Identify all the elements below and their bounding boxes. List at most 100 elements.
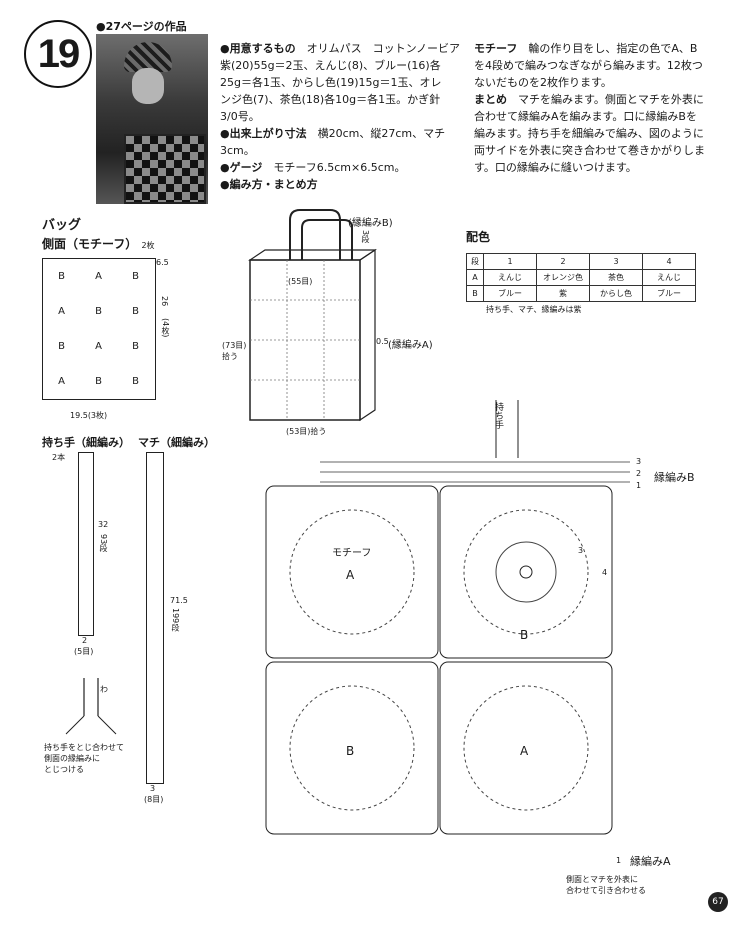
edge-b-row-marks: 3 2 1 (636, 456, 641, 492)
edge-a-mark: 1 (616, 856, 622, 865)
dim-width: 19.5(3枚) (70, 411, 108, 420)
bag-section-title: バッグ (42, 218, 82, 233)
side-label: 側面（モチーフ） 2枚 (42, 235, 155, 252)
finish-line-3: 両サイドを外表に突き合わせて巻きかがりしま (474, 144, 705, 157)
motif-grid-cell: B (58, 271, 65, 282)
instructions-block: モチーフ 輪の作り目をし、指定の色でA、B を4段めで編みつなぎながら編みます。… (474, 40, 724, 176)
color-table-row: A えんじ オレンジ色 茶色 えんじ (466, 269, 696, 286)
edge-b-stitches (320, 461, 630, 483)
bag-top (248, 249, 377, 261)
motif-grid-cell: B (132, 306, 139, 317)
gusset-width: 3 (150, 784, 156, 793)
edge-b-rows: 3段 (361, 230, 370, 244)
handle-join-ends (65, 715, 117, 735)
page-ref: ●27ページの作品 (96, 20, 187, 33)
edge-b-row-mark: 2 (636, 469, 642, 478)
chart-label-a-bottom: A (520, 744, 529, 758)
method-label: ●編み方・まとめ方 (220, 178, 318, 191)
motif-grid-cell: A (58, 306, 65, 317)
chart-label-b-top: B (520, 628, 529, 642)
size-value: 横20cm、縦27cm、マチ3cm。 (220, 127, 446, 157)
face-shape (132, 68, 164, 104)
side-stitches: (73目)拾う (222, 341, 247, 361)
handle-note-line-2: とじつける (44, 765, 84, 774)
row-cell: 紫 (536, 285, 590, 302)
materials-line-0: オリムパス コットンノービア (306, 42, 461, 55)
size-label: ●出来上がり寸法 (220, 127, 307, 140)
handle-join-illustration (65, 678, 117, 735)
header-cell: 段 (466, 253, 484, 270)
side-label-text: 側面（モチーフ） (42, 237, 138, 251)
edge-b-row-mark: 1 (636, 481, 642, 490)
bag-side (359, 248, 376, 422)
handle-note-line-0: 持ち手をとじ合わせて (44, 743, 124, 752)
handle-title: 持ち手（細編み） (42, 436, 130, 449)
motif-a-ring (289, 509, 415, 635)
finish-line-1: 合わせて縁編みAを編みます。口に縁編みBを (474, 110, 697, 123)
motif-line-0: 輪の作り目をし、指定の色でA、B (528, 42, 698, 55)
chart-motif-label: モチーフ (332, 548, 372, 559)
color-table-note: 持ち手、マチ、縁編みは紫 (486, 305, 582, 314)
color-table-row: B ブルー 紫 からし色 ブルー (466, 285, 696, 302)
handle-count: 2本 (52, 453, 66, 462)
gusset-width-st: (8目) (144, 795, 164, 804)
chart-bottom-note-line-0: 側面とマチを外表に (566, 875, 638, 884)
dim-height: 26 (160, 296, 169, 307)
gusset-title: マチ（細編み） (138, 436, 215, 449)
materials-line-1: 紫(20)55g＝2玉、えんじ(8)、ブルー(16)各 (220, 59, 441, 72)
motif-grid-cell: B (132, 271, 139, 282)
row-cell: A (466, 269, 484, 286)
round-mark-4: 4 (602, 568, 608, 577)
chart-bottom-note-line-1: 合わせて引き合わせる (566, 886, 646, 895)
color-table-title: 配色 (466, 230, 491, 244)
materials-label: ●用意するもの (220, 42, 296, 55)
header-cell: 2 (536, 253, 590, 270)
color-table-header-row: 段 1 2 3 4 (466, 253, 696, 270)
handle-rows: 93段 (99, 534, 108, 553)
finish-line-0: マチを編みます。側面とマチを外表に (518, 93, 704, 106)
bag-handle-2 (301, 219, 353, 260)
finish-line-4: す。口の縁編みに縫いつけます。 (474, 161, 637, 174)
handle-width-st: (5目) (74, 647, 94, 656)
motif-grid-cell: B (132, 341, 139, 352)
handle-width: 2 (82, 636, 88, 645)
motif-b-ring (463, 509, 589, 635)
motif-label: モチーフ (474, 42, 518, 55)
handle-strip (78, 452, 94, 636)
row-cell: からし色 (589, 285, 643, 302)
finish-line-2: 編みます。持ち手を細編みで編み、図のように (474, 127, 704, 140)
gauge-label: ●ゲージ (220, 161, 263, 174)
header-cell: 1 (483, 253, 537, 270)
materials-line-2: 25g＝各1玉、からし色(19)15g＝1玉、オレ (220, 76, 442, 89)
motif-line-2: ないだものを2枚作ります。 (474, 76, 612, 89)
handle-join-strips (83, 678, 99, 716)
materials-block: ●用意するもの オリムパス コットンノービア 紫(20)55g＝2玉、えんじ(8… (220, 40, 470, 193)
dim-rows: (4枚) (161, 318, 170, 338)
motif-b-bottom (265, 661, 439, 835)
crochet-bag-shape (124, 134, 206, 204)
chart-bottom-note: 側面とマチを外表に 合わせて引き合わせる (566, 874, 646, 896)
side-count: 2枚 (141, 241, 155, 250)
row-cell: えんじ (642, 269, 696, 286)
motif-b-top (439, 485, 613, 659)
chart-edge-b: 縁編みB (654, 471, 695, 484)
bottom-stitches: (53目)拾う (286, 427, 327, 436)
chart-label-b-bottom: B (346, 744, 355, 758)
motif-grid-cell: B (132, 376, 139, 387)
motif-grid-cell: A (95, 271, 102, 282)
row-cell: B (466, 285, 484, 302)
edge-b-row-mark: 3 (636, 457, 642, 466)
motif-grid-cell: B (95, 376, 102, 387)
row-cell: オレンジ色 (536, 269, 590, 286)
motif-b-bottom-ring (289, 685, 415, 811)
motif-grid-cell: A (58, 376, 65, 387)
motif-grid-cell: B (58, 341, 65, 352)
chart-label-a-top: A (346, 568, 355, 582)
gusset-length: 71.5 (170, 596, 188, 605)
top-stitches: (55目) (288, 277, 313, 286)
motif-a-top (265, 485, 439, 659)
pattern-number: 19 (24, 20, 92, 88)
motif-line-1: を4段めで編みつなぎながら編みます。12枚つ (474, 59, 703, 72)
gusset-rows: 199段 (171, 608, 180, 632)
page-number: 67 (708, 892, 728, 912)
